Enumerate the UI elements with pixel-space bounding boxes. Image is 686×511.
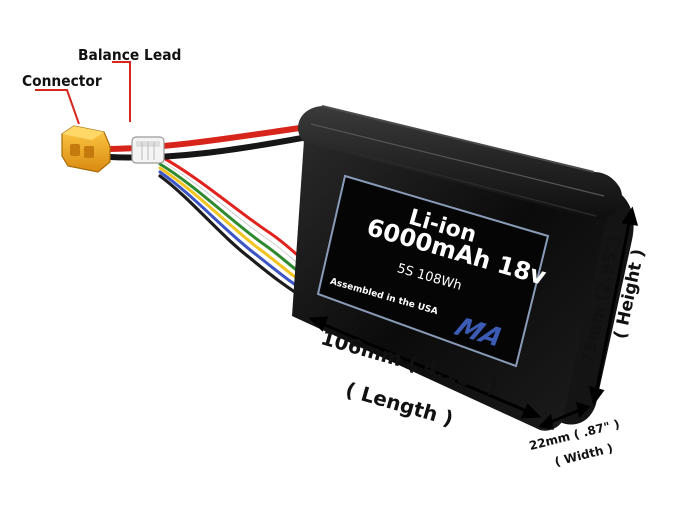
xt-connector (61, 125, 111, 173)
balance-plug (131, 136, 165, 164)
callout-leader-lines (35, 61, 131, 125)
battery-label-panel (316, 174, 550, 368)
balance-lead-wires (158, 154, 320, 302)
battery-pack (292, 105, 634, 431)
dimension-arrows (308, 206, 639, 430)
connector-callout: Connector (22, 72, 102, 90)
balance-lead-callout: Balance Lead (78, 46, 182, 64)
